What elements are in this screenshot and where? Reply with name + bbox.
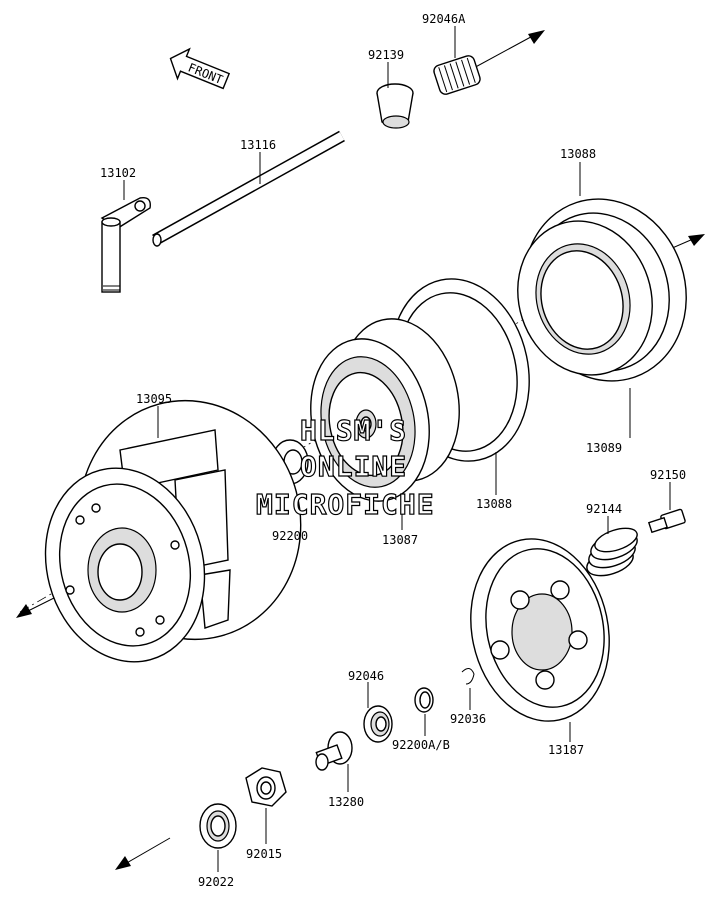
washer-92200ab <box>414 687 434 713</box>
part-label: 92046A <box>422 12 466 26</box>
bearing-92046 <box>363 705 393 743</box>
part-label: 92144 <box>586 502 622 516</box>
lock-washer-92022 <box>199 803 237 849</box>
part-labels: 92046A 92139 13116 13102 13088 13095 130… <box>100 12 686 889</box>
part-label: 92200 <box>272 529 308 543</box>
part-label: 13089 <box>586 441 622 455</box>
circlip-92036 <box>461 668 475 685</box>
part-label: 92036 <box>450 712 486 726</box>
part-label: 13102 <box>100 166 136 180</box>
part-label: 13088 <box>560 147 596 161</box>
clutch-hub-13087 <box>310 318 460 502</box>
nut-92015 <box>245 767 287 807</box>
collar-92139 <box>376 83 414 129</box>
part-label: 92022 <box>198 875 234 889</box>
part-label: 92139 <box>368 48 404 62</box>
part-label: 13088 <box>476 497 512 511</box>
part-label: 92046 <box>348 669 384 683</box>
front-arrow-icon: FRONT <box>169 47 231 90</box>
watermark-line-3: MICROFICHE <box>256 488 435 521</box>
needle-bearing-92046a <box>433 55 481 95</box>
watermark: HLSM'S ONLINE MICROFICHE <box>255 413 435 521</box>
release-lever-13102 <box>100 197 151 293</box>
part-label: 13280 <box>328 795 364 809</box>
pusher-13280 <box>315 731 353 771</box>
clutch-housing-13095 <box>44 399 302 663</box>
part-label: 92200A/B <box>392 738 450 752</box>
watermark-line-2: ONLINE <box>300 450 407 483</box>
pressure-plate-13187 <box>470 538 610 722</box>
part-label: 13116 <box>240 138 276 152</box>
watermark-line-1: HLSM'S <box>300 414 407 447</box>
part-label: 13087 <box>382 533 418 547</box>
spring-92144 <box>586 527 638 577</box>
steel-plate-13089 <box>517 220 653 376</box>
bolt-92150 <box>647 508 686 534</box>
washer-92200 <box>271 439 309 485</box>
part-label: 92015 <box>246 847 282 861</box>
part-label: 92150 <box>650 468 686 482</box>
part-label: 13095 <box>136 392 172 406</box>
part-label: 13187 <box>548 743 584 757</box>
push-rod-13116 <box>152 130 345 247</box>
